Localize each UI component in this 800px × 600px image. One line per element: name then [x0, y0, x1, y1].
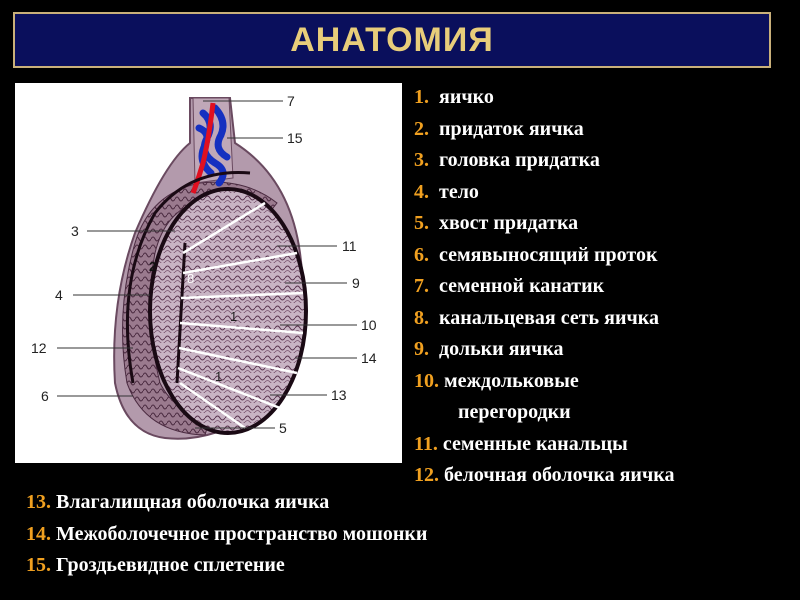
inner-label-8: 8: [187, 271, 194, 286]
callout-6: 6: [41, 388, 49, 404]
legend-item: 5. хвост придатка: [414, 212, 579, 234]
callout-14: 14: [361, 350, 377, 366]
legend-item: 2. придаток яичка: [414, 117, 584, 140]
callout-4: 4: [55, 287, 63, 303]
callout-7: 7: [287, 93, 295, 109]
legend-item: 10. междольковые: [414, 369, 579, 392]
testis-anatomy-figure: 7 15 3 11 9 4 10 12 14 6 13 5 2 8 1 1: [15, 83, 402, 463]
legend-item: 9. дольки яичка: [414, 338, 564, 360]
legend-item: 12. белочная оболочка яичка: [414, 464, 675, 486]
inner-label-1b: 1: [215, 369, 222, 384]
callout-15: 15: [287, 130, 303, 146]
callout-13: 13: [331, 387, 347, 403]
legend-item: 8. канальцевая сеть яичка: [414, 306, 659, 329]
inner-label-1a: 1: [230, 309, 237, 324]
tunica-vaginalis: [125, 171, 251, 384]
legend-item: 11. семенные канальцы: [414, 432, 628, 455]
title-bar: АНАТОМИЯ: [13, 12, 771, 68]
interlobular-septa: [177, 201, 304, 430]
legend-item-continuation: перегородки: [458, 401, 571, 423]
legend-item: 14. Межоболочечное пространство мошонки: [26, 522, 428, 545]
legend-item: 7. семенной канатик: [414, 275, 605, 297]
legend-item: 6. семявыносящий проток: [414, 243, 658, 266]
callout-leaders: [57, 100, 357, 429]
testicular-artery: [190, 102, 216, 194]
rete-testis: [175, 242, 187, 384]
callout-5: 5: [279, 420, 287, 436]
legend-item: 4. тело: [414, 180, 479, 203]
legend-list: 1. яичко 2. придаток яичка 3. головка пр…: [414, 82, 794, 492]
legend-item: 15. Гроздьевидное сплетение: [26, 554, 285, 576]
bottom-legend-list: 13. Влагалищная оболочка яичка 14. Межоб…: [26, 487, 427, 582]
legend-item: 13. Влагалищная оболочка яичка: [26, 491, 330, 513]
callout-11: 11: [342, 238, 357, 254]
callout-12: 12: [31, 340, 47, 356]
legend-item: 3. головка придатка: [414, 149, 600, 171]
page-title: АНАТОМИЯ: [290, 20, 494, 59]
inner-label-2: 2: [149, 259, 156, 274]
callout-9: 9: [352, 275, 360, 291]
callout-3: 3: [71, 223, 79, 239]
testis-diagram: 7 15 3 11 9 4 10 12 14 6 13 5 2 8 1 1: [31, 93, 377, 440]
callout-10: 10: [361, 317, 377, 333]
legend-item: 1. яичко: [414, 86, 494, 108]
